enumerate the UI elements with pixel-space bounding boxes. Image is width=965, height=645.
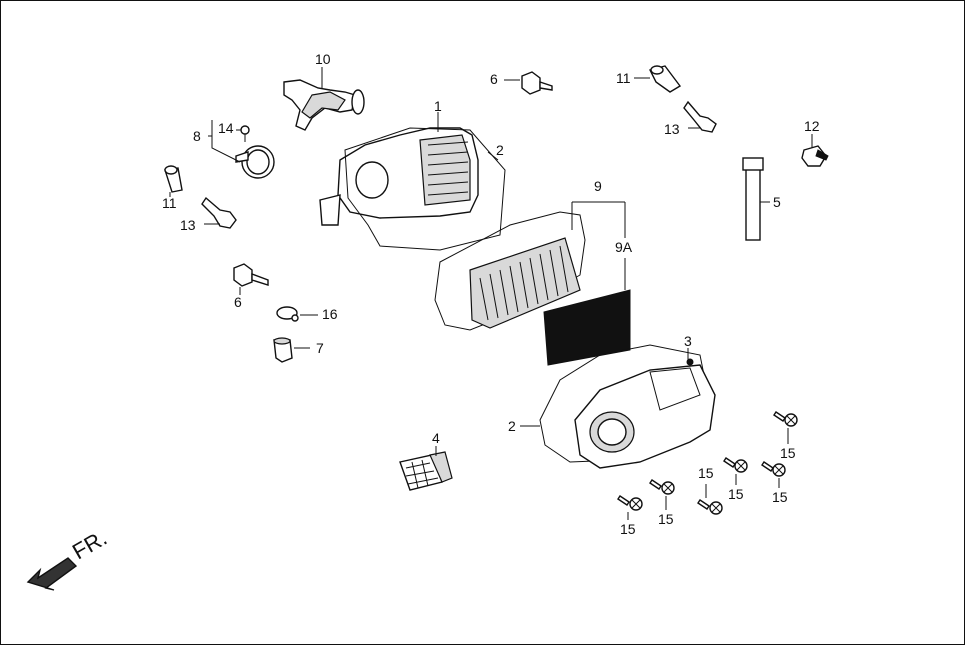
part-15-screw-b bbox=[723, 457, 748, 485]
label-6-upper: 6 bbox=[490, 71, 498, 87]
part-11-hose-left bbox=[164, 165, 183, 197]
part-6-bolt-upper bbox=[504, 71, 553, 95]
part-6-bolt-lower bbox=[233, 263, 269, 295]
label-12: 12 bbox=[804, 118, 820, 134]
part-13-bolt-upper bbox=[683, 100, 717, 133]
part-11-hose-upper bbox=[634, 65, 682, 93]
label-13-left: 13 bbox=[180, 217, 196, 233]
part-13-bolt-left bbox=[201, 196, 237, 229]
label-6-lower: 6 bbox=[234, 294, 242, 310]
label-10: 10 bbox=[315, 51, 331, 67]
label-13-upper: 13 bbox=[664, 121, 680, 137]
part-15-screw-a bbox=[773, 411, 798, 444]
label-14: 14 bbox=[218, 120, 234, 136]
part-3-airbox-lower bbox=[520, 344, 716, 469]
label-15-c: 15 bbox=[772, 489, 788, 505]
part-7-drain-plug bbox=[273, 337, 310, 363]
label-9: 9 bbox=[594, 178, 602, 194]
part-4-strainer bbox=[399, 446, 453, 491]
part-8-hose-band bbox=[208, 120, 275, 179]
part-12-clamp bbox=[801, 134, 829, 167]
part-15-screw-c bbox=[761, 461, 786, 488]
label-8: 8 bbox=[193, 128, 201, 144]
label-2-upper: 2 bbox=[496, 142, 504, 158]
part-2-gasket-upper bbox=[344, 127, 506, 251]
label-16: 16 bbox=[322, 306, 338, 322]
label-4: 4 bbox=[432, 430, 440, 446]
part-14-screw bbox=[236, 125, 250, 142]
label-7: 7 bbox=[316, 340, 324, 356]
label-1: 1 bbox=[434, 98, 442, 114]
part-5-drain-tube bbox=[742, 157, 770, 241]
part-16-clip-ring bbox=[276, 306, 318, 322]
part-1-airbox-cover bbox=[319, 112, 479, 226]
part-15-screw-e bbox=[697, 484, 723, 515]
front-direction-arrow bbox=[26, 557, 78, 591]
part-9-air-filter bbox=[434, 201, 626, 331]
part-15-screw-f bbox=[617, 495, 643, 520]
front-label: FR. bbox=[68, 525, 111, 564]
label-9a: 9A bbox=[615, 239, 633, 255]
label-3: 3 bbox=[684, 333, 692, 349]
label-15-f: 15 bbox=[620, 521, 636, 537]
part-9a-foam-pad bbox=[543, 258, 631, 366]
label-11-left: 11 bbox=[162, 195, 177, 211]
label-15-d: 15 bbox=[658, 511, 674, 527]
part-15-screw-d bbox=[649, 479, 675, 510]
part-10-intake-duct bbox=[283, 67, 365, 131]
label-15-a: 15 bbox=[780, 445, 796, 461]
label-2-lower: 2 bbox=[508, 418, 516, 434]
label-15-e: 15 bbox=[698, 465, 714, 481]
label-5: 5 bbox=[773, 194, 781, 210]
label-11-upper: 11 bbox=[616, 70, 631, 86]
label-15-b: 15 bbox=[728, 486, 744, 502]
